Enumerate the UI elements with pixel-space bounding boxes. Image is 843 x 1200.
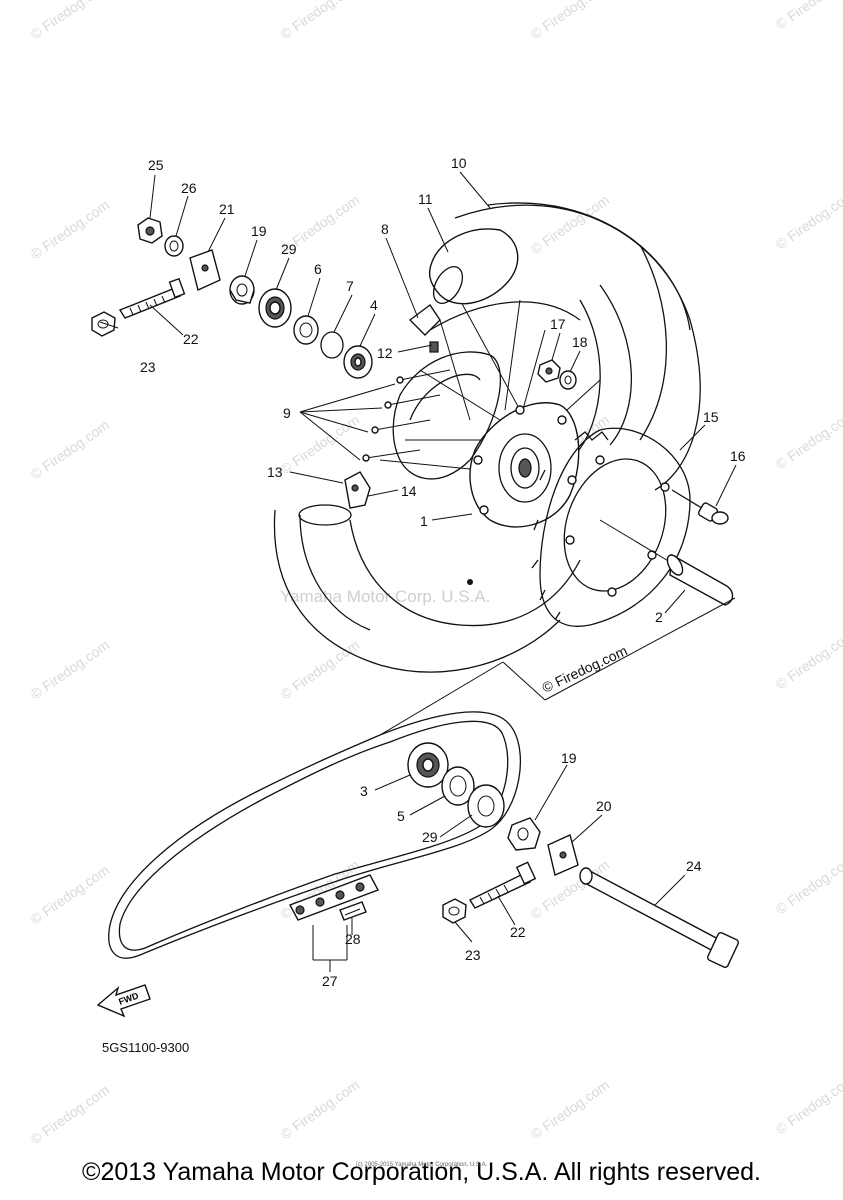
callout-7: 7: [346, 278, 354, 294]
callout-4: 4: [370, 297, 378, 313]
watermark: © Firedog.com: [528, 0, 613, 42]
watermark: © Firedog.com: [773, 1072, 843, 1138]
bolts-9: [362, 369, 451, 462]
washer-26: [164, 235, 184, 257]
callout-22: 22: [183, 331, 199, 347]
watermark: © Firedog.com: [28, 197, 113, 263]
callout-13: 13: [267, 464, 283, 480]
collar: [666, 553, 734, 606]
bolt-16: [671, 489, 729, 525]
callout-3: 3: [360, 783, 368, 799]
callout-25: 25: [148, 157, 164, 173]
watermark: © Firedog.com: [528, 192, 613, 258]
rim-band: [428, 228, 519, 305]
brake-plate: [392, 351, 502, 480]
watermark: © Firedog.com: [28, 637, 113, 703]
callout-20: 20: [596, 798, 612, 814]
callout-24: 24: [686, 858, 702, 874]
collar-19: [229, 275, 255, 305]
valve: [408, 303, 441, 353]
callouts: 25 26 21 19 29 6 7 4 8 11 10 12 9 13 14 …: [140, 155, 746, 989]
callout-15: 15: [703, 409, 719, 425]
watermark: © Firedog.com: [278, 1077, 363, 1143]
callout-16: 16: [730, 448, 746, 464]
nut-23: [91, 311, 116, 337]
callout-29: 29: [281, 241, 297, 257]
tire: [273, 202, 701, 673]
callout-19: 19: [251, 223, 267, 239]
leader-lines: [99, 171, 737, 972]
callout-5: 5: [397, 808, 405, 824]
callout-28: 28: [345, 931, 361, 947]
rim-lock: [344, 471, 371, 509]
callout-17: 17: [550, 316, 566, 332]
bearing-4: [343, 345, 373, 379]
seal-29: [258, 288, 292, 328]
bearing-6: [293, 315, 319, 345]
callout-8: 8: [381, 221, 389, 237]
callout-22-lower: 22: [510, 924, 526, 940]
watermark: © Firedog.com: [28, 1082, 113, 1148]
sprocket: [531, 427, 691, 627]
bearing-3: [407, 742, 449, 788]
seal-29-lower: [467, 784, 505, 828]
diagram-code: 5GS1100-9300: [102, 1040, 190, 1055]
watermark: © Firedog.com: [278, 637, 363, 703]
watermark: © Firedog.com: [773, 407, 843, 473]
chain-joint: [289, 874, 379, 961]
axle-24: [579, 867, 740, 968]
callout-9: 9: [283, 405, 291, 421]
nut-17: [537, 359, 561, 383]
circlip-7: [320, 331, 344, 359]
callout-6: 6: [314, 261, 322, 277]
adjuster-21: [189, 249, 221, 291]
spacer-5: [441, 766, 475, 806]
hub: [469, 402, 580, 528]
callout-2: 2: [655, 609, 663, 625]
watermark: © Firedog.com: [773, 0, 843, 32]
washer-18: [559, 370, 577, 390]
callout-12: 12: [377, 345, 393, 361]
small-print: (c) 2005-2015 Yamaha Motor Corporation, …: [355, 1162, 488, 1168]
nut-23-lower: [442, 898, 467, 924]
collar-19-lower: [507, 817, 541, 851]
watermark: © Firedog.com: [28, 417, 113, 483]
callout-11: 11: [418, 191, 433, 207]
callout-23-lower: 23: [465, 947, 481, 963]
watermark: © Firedog.com: [28, 862, 113, 928]
watermark: © Firedog.com: [528, 1077, 613, 1143]
watermark: © Firedog.com: [278, 0, 363, 42]
callout-23: 23: [140, 359, 156, 375]
watermark: © Firedog.com: [278, 412, 363, 478]
callout-27: 27: [322, 973, 338, 989]
chain: [108, 711, 522, 959]
bolt-22: [118, 277, 186, 319]
callout-10: 10: [451, 155, 467, 171]
watermark: © Firedog.com: [773, 627, 843, 693]
adjuster-20: [547, 834, 579, 876]
callout-18: 18: [572, 334, 588, 350]
nut-25: [137, 217, 163, 244]
watermark: © Firedog.com: [28, 0, 113, 42]
bolt-22-lower: [468, 861, 537, 909]
callout-29-lower: 29: [422, 829, 438, 845]
callout-26: 26: [181, 180, 197, 196]
watermark-inline: © Firedog.com: [540, 642, 630, 695]
callout-19-lower: 19: [561, 750, 577, 766]
inset-lines: © Firedog.com: [379, 597, 736, 736]
copyright-footer: ©2013 Yamaha Motor Corporation, U.S.A. A…: [82, 1158, 761, 1186]
callout-14: 14: [401, 483, 417, 499]
fwd-arrow-icon: FWD: [96, 984, 151, 1018]
watermark: © Firedog.com: [773, 187, 843, 253]
callout-1: 1: [420, 513, 428, 529]
callout-21: 21: [219, 201, 235, 217]
watermark-center: Yamaha Motor Corp. U.S.A.: [280, 587, 490, 606]
watermark: © Firedog.com: [773, 852, 843, 918]
